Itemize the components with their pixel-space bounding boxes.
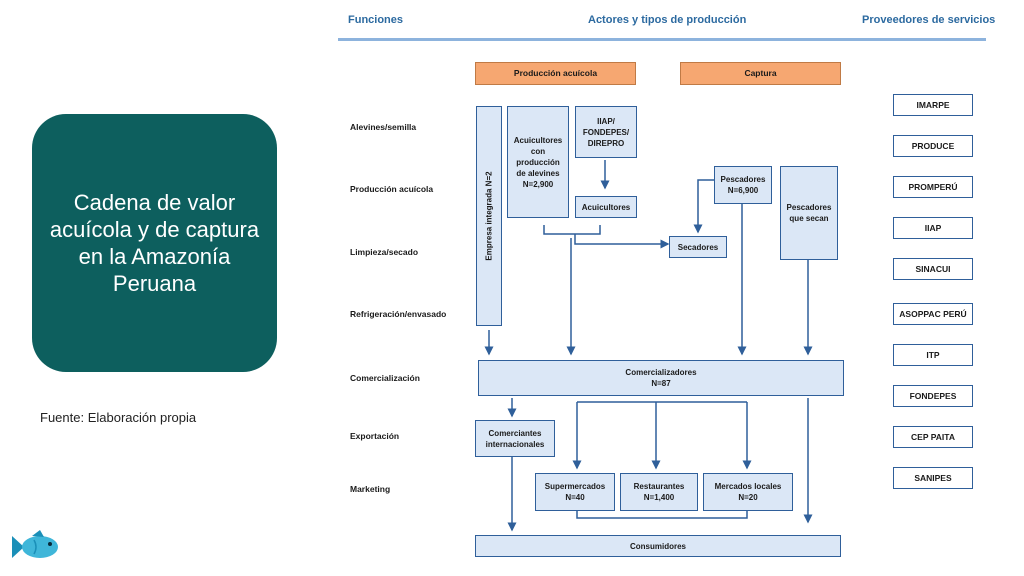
- provider-box: IMARPE: [893, 94, 973, 116]
- node-traders: Comercializadores N=87: [478, 360, 844, 396]
- provider-box: IIAP: [893, 217, 973, 239]
- provider-box: SANIPES: [893, 467, 973, 489]
- function-label: Limpieza/secado: [350, 247, 419, 257]
- provider-box: SINACUI: [893, 258, 973, 280]
- provider-box: ASOPPAC PERÚ: [893, 303, 973, 325]
- source-note: Fuente: Elaboración propia: [40, 410, 197, 425]
- header-providers: Proveedores de servicios: [862, 14, 996, 26]
- function-label: Alevines/semilla: [350, 122, 417, 132]
- node-consumers: Consumidores: [475, 535, 841, 557]
- diagram-title: Cadena de valor acuícola y de captura en…: [49, 190, 260, 296]
- function-label: Comercialización: [350, 373, 420, 383]
- node-restaurants: Restaurantes N=1,400: [620, 473, 698, 511]
- header-functions: Funciones: [348, 14, 404, 26]
- provider-box: ITP: [893, 344, 973, 366]
- fish-icon: [12, 530, 58, 558]
- function-label: Refrigeración/envasado: [350, 309, 447, 319]
- provider-box: PROMPERÚ: [893, 176, 973, 198]
- header-divider: [338, 38, 986, 41]
- node-aquaculturists: Acuicultores: [575, 196, 637, 218]
- function-label: Producción acuícola: [350, 184, 434, 194]
- node-international-traders: Comerciantes internacionales: [475, 420, 555, 457]
- title-card: Cadena de valor acuícola y de captura en…: [32, 114, 277, 372]
- node-drying-fishers: Pescadores que secan: [780, 166, 838, 260]
- node-fry-producers: Acuicultores con producción de alevines …: [507, 106, 569, 218]
- node-local-markets: Mercados locales N=20: [703, 473, 793, 511]
- node-integrated-company: Empresa integrada N=2: [476, 106, 502, 326]
- function-label: Exportación: [350, 431, 400, 441]
- node-supermarkets: Supermercados N=40: [535, 473, 615, 511]
- category-aquaculture: Producción acuícola: [475, 62, 636, 85]
- node-fishers: Pescadores N=6,900: [714, 166, 772, 204]
- node-iiap: IIAP/ FONDEPES/ DIREPRO: [575, 106, 637, 158]
- provider-box: PRODUCE: [893, 135, 973, 157]
- node-dryers: Secadores: [669, 236, 727, 258]
- header-actors: Actores y tipos de producción: [588, 14, 747, 26]
- function-label: Marketing: [350, 484, 391, 494]
- provider-box: CEP PAITA: [893, 426, 973, 448]
- provider-box: FONDEPES: [893, 385, 973, 407]
- category-capture: Captura: [680, 62, 841, 85]
